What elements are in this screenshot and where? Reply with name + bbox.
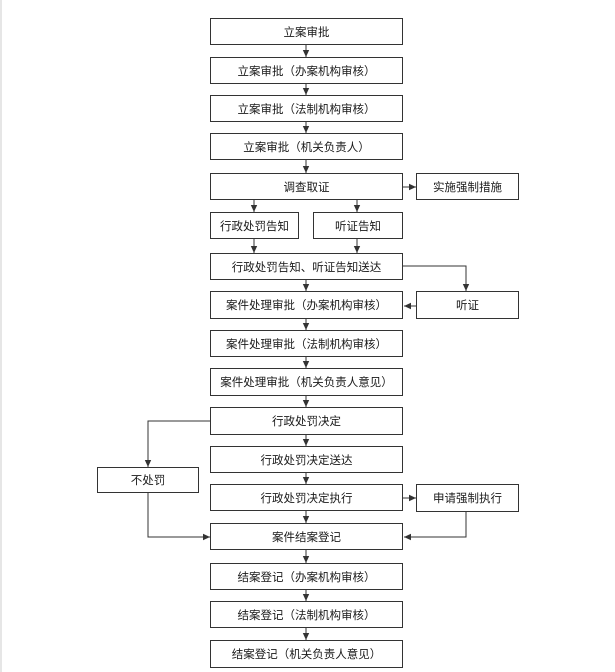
node-label: 调查取证 <box>283 179 330 194</box>
node-case-approval-office: 案件处理审批（办案机构审核） <box>210 291 403 319</box>
node-label: 案件处理审批（办案机构审核） <box>226 298 387 312</box>
node-case-approval-head: 案件处理审批（机关负责人意见） <box>210 368 403 396</box>
node-case-approval-legal: 案件处理审批（法制机构审核） <box>210 330 403 357</box>
node-label: 立案审批 <box>283 24 330 39</box>
node-label: 结案登记（办案机构审核） <box>237 569 376 584</box>
node-penalty-notice: 行政处罚告知 <box>210 212 299 239</box>
node-label: 行政处罚决定 <box>272 414 341 428</box>
node-filing-approval-legal: 立案审批（法制机构审核） <box>210 95 403 122</box>
node-closing-legal: 结案登记（法制机构审核） <box>210 601 403 628</box>
node-filing-approval: 立案审批 <box>210 18 403 45</box>
node-case-closing: 案件结案登记 <box>210 523 403 550</box>
node-label: 行政处罚告知 <box>220 218 289 233</box>
node-label: 结案登记（法制机构审核） <box>237 607 376 622</box>
node-label: 结案登记（机关负责人意见） <box>231 647 382 661</box>
node-notice-delivery: 行政处罚告知、听证告知送达 <box>210 253 403 280</box>
node-apply-enforcement: 申请强制执行 <box>416 484 519 512</box>
node-label: 案件结案登记 <box>272 529 341 544</box>
node-closing-office: 结案登记（办案机构审核） <box>210 563 403 590</box>
node-filing-approval-office: 立案审批（办案机构审核） <box>210 57 403 84</box>
node-label: 行政处罚决定执行 <box>260 490 353 505</box>
arrow-delivery-to-hearing <box>403 265 470 291</box>
node-penalty-decision: 行政处罚决定 <box>210 407 403 435</box>
node-label: 立案审批（机关负责人） <box>243 139 370 154</box>
arrow-decision-to-no-penalty <box>144 420 210 467</box>
node-label: 案件处理审批（机关负责人意见） <box>220 375 393 389</box>
node-label: 不处罚 <box>130 473 166 487</box>
node-decision-delivery: 行政处罚决定送达 <box>210 446 403 473</box>
node-decision-execution: 行政处罚决定执行 <box>210 484 403 511</box>
arrow-no-penalty-to-closing <box>147 493 210 541</box>
node-closing-head: 结案登记（机关负责人意见） <box>210 640 403 668</box>
node-label: 案件处理审批（法制机构审核） <box>226 336 387 351</box>
node-label: 申请强制执行 <box>433 491 502 505</box>
node-no-penalty: 不处罚 <box>97 467 199 493</box>
page-left-edge <box>0 0 2 672</box>
node-label: 立案审批（法制机构审核） <box>237 101 376 116</box>
arrow-enforcement-to-closing <box>404 512 467 541</box>
node-label: 实施强制措施 <box>433 179 502 194</box>
node-hearing: 听证 <box>416 291 519 319</box>
node-label: 立案审批（办案机构审核） <box>237 63 376 78</box>
node-investigation: 调查取证 <box>210 173 403 200</box>
node-label: 听证 <box>456 298 479 312</box>
node-label: 听证告知 <box>335 218 381 233</box>
node-hearing-notice: 听证告知 <box>313 212 403 239</box>
node-label: 行政处罚决定送达 <box>260 452 353 467</box>
node-compulsory-measures: 实施强制措施 <box>416 173 519 200</box>
node-label: 行政处罚告知、听证告知送达 <box>231 259 382 274</box>
node-filing-approval-head: 立案审批（机关负责人） <box>210 133 403 160</box>
